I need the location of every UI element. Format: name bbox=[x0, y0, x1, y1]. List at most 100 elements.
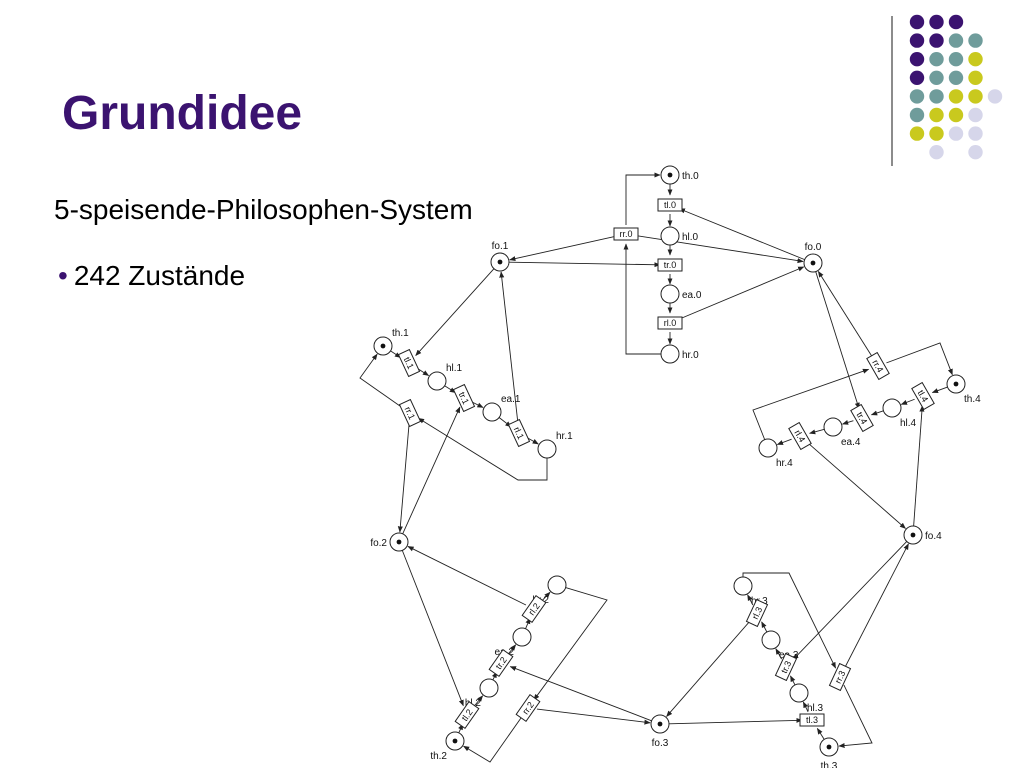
place-hr-0 bbox=[660, 344, 680, 364]
transition-rl-1: rl.1 bbox=[507, 418, 531, 448]
place-label: th.2 bbox=[430, 751, 447, 762]
place-label: fo.0 bbox=[805, 242, 822, 253]
place-label: hr.4 bbox=[776, 458, 793, 469]
place-label: ea.4 bbox=[841, 437, 861, 448]
arc bbox=[802, 701, 809, 713]
place-label: hl.1 bbox=[446, 363, 463, 374]
deco-dot-teal bbox=[929, 89, 944, 104]
place-label: hr.1 bbox=[556, 431, 573, 442]
place-label: fo.2 bbox=[370, 538, 387, 549]
arc bbox=[402, 406, 461, 534]
place-label: hr.0 bbox=[682, 350, 699, 361]
arc bbox=[775, 648, 783, 660]
transition-rl-3: rl.3 bbox=[745, 598, 769, 628]
deco-dot-teal bbox=[948, 52, 964, 67]
arc bbox=[913, 405, 925, 527]
transition-tl-1: tl.1 bbox=[397, 348, 421, 378]
arc bbox=[761, 621, 768, 633]
arc bbox=[843, 543, 909, 670]
deco-dot-yellow bbox=[968, 89, 983, 104]
arc bbox=[508, 261, 661, 268]
return-arc bbox=[838, 684, 873, 749]
place-label: th.3 bbox=[821, 761, 838, 768]
bullet-text: 242 Zustände bbox=[73, 260, 246, 291]
deco-dot-lavender bbox=[968, 145, 983, 160]
token-dot bbox=[953, 381, 959, 387]
deco-dot-yellow bbox=[968, 52, 983, 67]
deco-dot-purple bbox=[929, 33, 944, 48]
arc bbox=[790, 675, 796, 686]
deco-dot-purple bbox=[909, 70, 925, 86]
deco-dot-yellow bbox=[948, 89, 964, 104]
transition-label: rl.0 bbox=[664, 318, 677, 328]
transition-label: rl.1 bbox=[512, 425, 526, 441]
place-hr-2 bbox=[547, 575, 567, 595]
place-label: hl.3 bbox=[807, 703, 824, 714]
place-label: hl.4 bbox=[900, 418, 917, 429]
return-arc bbox=[359, 353, 403, 409]
deco-dot-yellow bbox=[948, 107, 964, 123]
arc bbox=[931, 386, 948, 394]
arc bbox=[407, 546, 527, 606]
arc bbox=[397, 421, 410, 533]
place-ea-1 bbox=[482, 402, 502, 422]
arc bbox=[747, 594, 754, 606]
token-dot bbox=[380, 343, 386, 349]
transition-rr-0: rr.0 bbox=[613, 227, 639, 241]
return-arc bbox=[886, 342, 953, 376]
arc bbox=[509, 235, 618, 262]
return-arc bbox=[417, 417, 548, 481]
deco-dot-teal bbox=[948, 70, 964, 86]
arc bbox=[815, 271, 860, 410]
deco-dot-purple bbox=[909, 52, 925, 67]
transition-tr-1: tr.1 bbox=[452, 383, 476, 413]
deco-dot-lavender bbox=[968, 107, 983, 123]
place-label: fo.3 bbox=[652, 738, 669, 749]
return-arc bbox=[625, 172, 661, 225]
transition-rr-4: rr.4 bbox=[866, 351, 890, 381]
transition-tr-4: tr.4 bbox=[850, 403, 874, 433]
arc bbox=[509, 666, 652, 722]
return-arc bbox=[752, 368, 870, 440]
deco-dot-teal bbox=[909, 89, 925, 104]
deco-dot-purple bbox=[948, 14, 964, 30]
arc bbox=[870, 410, 884, 416]
token-dot bbox=[810, 260, 816, 266]
transition-rr-1: rr.1 bbox=[398, 398, 422, 428]
arc bbox=[444, 385, 457, 394]
transition-label: tr.0 bbox=[664, 260, 677, 270]
arc bbox=[678, 266, 805, 320]
transition-rl-0: rl.0 bbox=[657, 316, 683, 330]
transition-tr-2: tr.2 bbox=[488, 649, 514, 677]
deco-dot-lavender bbox=[987, 89, 1003, 104]
transition-tr-3: tr.3 bbox=[774, 652, 798, 682]
transition-label: tl.0 bbox=[664, 200, 676, 210]
return-arc bbox=[533, 587, 608, 701]
place-hr-1 bbox=[537, 439, 557, 459]
place-label: th.1 bbox=[392, 328, 409, 339]
return-arc bbox=[463, 715, 524, 763]
transition-label: rr.1 bbox=[403, 405, 418, 421]
deco-dot-lavender bbox=[968, 126, 983, 141]
transition-label: rr.0 bbox=[619, 229, 632, 239]
arc bbox=[536, 708, 651, 725]
deco-dot-purple bbox=[929, 14, 944, 30]
transition-label: tl.1 bbox=[402, 356, 416, 371]
place-hr-3 bbox=[733, 576, 753, 596]
arc bbox=[666, 619, 752, 717]
arc bbox=[415, 268, 495, 357]
deco-dot-teal bbox=[968, 33, 983, 48]
transition-tl-4: tl.4 bbox=[911, 381, 935, 411]
place-label: fo.1 bbox=[492, 241, 509, 252]
bullet-marker: • bbox=[58, 260, 68, 291]
deco-dot-yellow bbox=[968, 70, 983, 86]
token-dot bbox=[910, 532, 916, 538]
deco-dot-purple bbox=[909, 33, 925, 48]
arc bbox=[900, 398, 915, 405]
transition-label: rl.3 bbox=[750, 605, 764, 621]
place-hl-4 bbox=[882, 398, 902, 418]
slide-subtitle: 5-speisende-Philosophen-System bbox=[54, 194, 473, 225]
slide-title: Grundidee bbox=[62, 87, 303, 140]
arc bbox=[816, 727, 825, 740]
arc bbox=[678, 208, 805, 261]
